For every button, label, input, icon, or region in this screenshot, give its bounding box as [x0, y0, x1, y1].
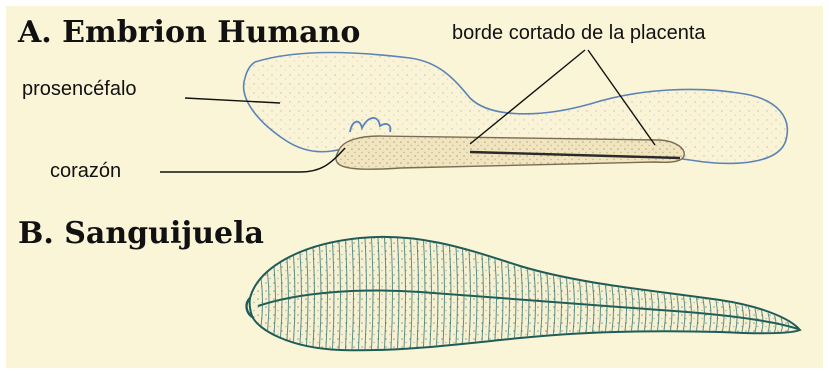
label-corazon: corazón: [50, 160, 121, 182]
section-b-title: B. Sanguijuela: [18, 216, 264, 251]
label-prosencefalo: prosencéfalo: [22, 78, 137, 100]
section-a-title: A. Embrion Humano: [17, 15, 360, 50]
label-placenta: borde cortado de la placenta: [452, 22, 706, 44]
